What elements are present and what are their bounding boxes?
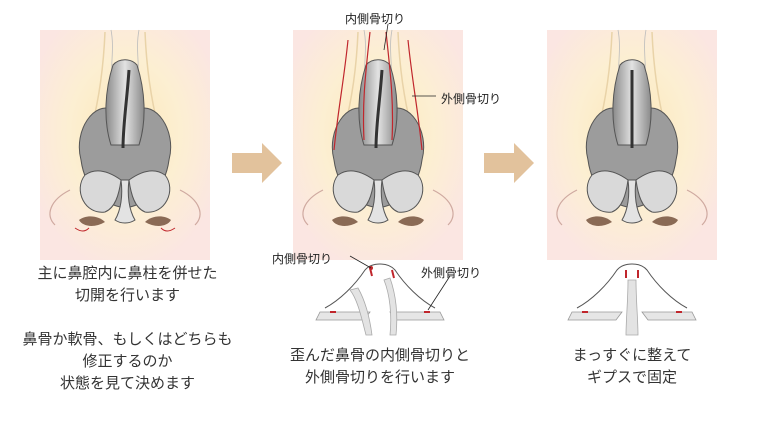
label-inner-osteotomy-top: 内側骨切り [345, 10, 405, 27]
label-inner-osteotomy-small: 内側骨切り [272, 250, 332, 267]
arrow-right-icon [232, 143, 282, 183]
step2-caption: 歪んだ鼻骨の内側骨切りと 外側骨切りを行います [255, 344, 505, 388]
label-outer-osteotomy-small: 外側骨切り [421, 264, 481, 281]
step3-nose-illustration [547, 30, 717, 260]
step3-caption: まっすぐに整えて ギプスで固定 [507, 344, 757, 388]
step2-nose-illustration [293, 24, 463, 260]
arrow-right-icon [484, 143, 534, 183]
step3-bridge-diagram [568, 264, 696, 335]
label-outer-osteotomy-top: 外側骨切り [441, 90, 501, 107]
step1-caption-correction: 鼻骨か軟骨、もしくはどちらも 修正するのか 状態を見て決めます [0, 328, 255, 394]
step1-caption-incision: 主に鼻腔内に鼻柱を併せた 切開を行います [0, 262, 255, 306]
step1-nose-illustration [40, 30, 210, 260]
